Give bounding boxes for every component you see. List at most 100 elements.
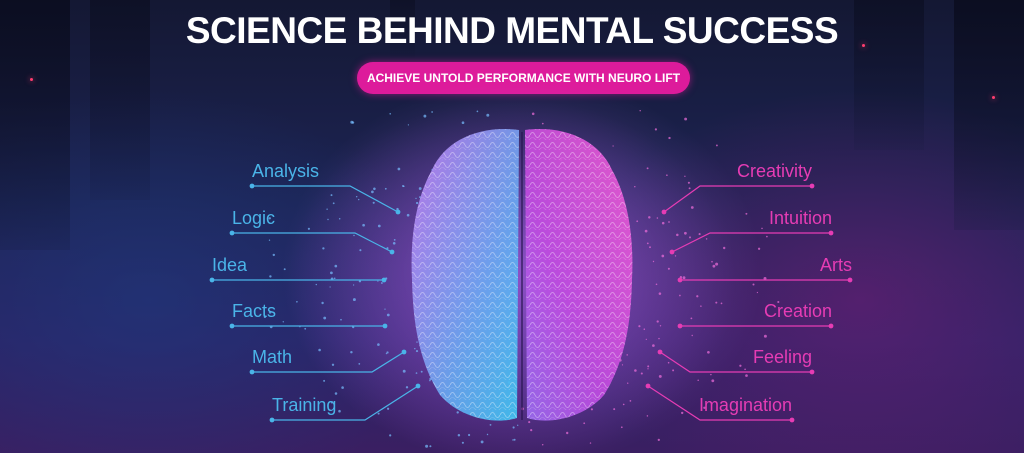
label-creation: Creation	[763, 301, 832, 321]
particle-dot	[698, 233, 701, 236]
particle-dot	[405, 386, 409, 389]
particle-dot	[389, 112, 392, 115]
particle-dot	[385, 353, 387, 355]
label-training: Training	[272, 395, 337, 415]
particle-dot	[338, 409, 341, 413]
label-intuition: Intuition	[768, 208, 832, 228]
particle-dot	[372, 201, 375, 204]
particle-dot	[392, 241, 396, 245]
particle-dot	[777, 300, 780, 304]
particle-dot	[541, 444, 544, 446]
particle-dot	[626, 354, 628, 356]
connector-line	[647, 385, 792, 421]
connector-line	[252, 351, 405, 373]
particle-dot	[684, 117, 688, 121]
server-rack-left-2	[90, 0, 150, 200]
particle-dot	[652, 260, 655, 263]
particle-dot	[655, 283, 658, 286]
particle-dot	[386, 313, 390, 317]
particle-dot	[752, 283, 755, 286]
particle-dot	[358, 198, 360, 201]
connector-dot	[828, 230, 834, 236]
particle-dot	[757, 247, 761, 250]
particle-dot	[700, 305, 702, 307]
particle-dot	[322, 247, 325, 250]
particle-dot	[480, 440, 484, 444]
particle-dot	[380, 282, 383, 284]
particle-dot	[658, 292, 662, 295]
particle-dot	[353, 234, 355, 237]
connector-line	[252, 185, 399, 213]
particle-dot	[330, 194, 333, 197]
particle-dot	[386, 351, 389, 354]
particle-dot	[687, 181, 690, 184]
particle-dot	[705, 238, 708, 240]
connector-dot	[229, 323, 235, 329]
particle-dot	[646, 167, 649, 170]
particle-dot	[661, 221, 665, 225]
particle-dot	[656, 320, 659, 323]
particle-dot	[406, 213, 410, 217]
particle-dot	[318, 348, 321, 352]
particle-dot	[415, 350, 419, 353]
particle-dot	[710, 373, 712, 376]
particle-dot	[634, 185, 636, 188]
particle-dot	[330, 271, 333, 275]
particle-dot	[330, 401, 334, 404]
particle-dot	[668, 136, 671, 140]
label-feeling: Feeling	[752, 347, 812, 367]
particle-dot	[323, 316, 327, 320]
particle-dot	[679, 294, 681, 297]
particle-dot	[629, 400, 632, 402]
particle-dot	[377, 280, 379, 282]
connector-dot	[677, 323, 683, 329]
particle-dot	[373, 187, 376, 191]
connector-dot	[415, 383, 421, 389]
server-rack-right-2	[854, 0, 924, 150]
particle-dot	[386, 407, 390, 410]
server-rack-center	[390, 0, 415, 60]
connector-line	[272, 385, 419, 421]
particle-dot	[331, 363, 335, 366]
particle-dot	[661, 254, 665, 258]
particle-dot	[656, 217, 659, 219]
particle-dot	[468, 433, 471, 437]
particle-dot	[513, 438, 516, 441]
particle-dot	[715, 262, 719, 266]
particle-dot	[386, 247, 389, 250]
connector-dot	[669, 249, 675, 255]
particle-dot	[666, 174, 668, 177]
particle-dot	[420, 370, 423, 373]
connector-dot	[381, 277, 387, 283]
label-arts: Arts	[819, 255, 852, 275]
particle-dot	[393, 239, 396, 241]
particle-dot	[350, 350, 353, 354]
particle-dot	[696, 295, 699, 298]
particle-dot	[528, 421, 531, 424]
connector-dot	[789, 417, 795, 423]
particle-dot	[720, 302, 723, 305]
particle-dot	[745, 374, 748, 377]
particle-dot	[486, 433, 489, 436]
connector-dot	[269, 417, 275, 423]
particle-dot	[486, 113, 490, 117]
particle-dot	[676, 233, 679, 237]
connector-dot	[229, 230, 235, 236]
particle-dot	[756, 291, 759, 294]
particle-dot	[377, 343, 380, 346]
particle-dot	[648, 216, 651, 219]
particle-dot	[531, 112, 535, 116]
particle-dot	[541, 122, 544, 125]
particle-dot	[268, 217, 271, 220]
label-analysis: Analysis	[252, 161, 320, 181]
connector-dot	[657, 349, 663, 355]
label-logic: Logic	[232, 208, 276, 228]
particle-dot	[659, 325, 662, 327]
particle-dot	[425, 444, 429, 448]
particle-dot	[402, 369, 406, 373]
indicator-light	[992, 96, 995, 99]
particle-dot	[512, 426, 515, 429]
connector-dot	[249, 183, 255, 189]
particle-dot	[341, 386, 344, 389]
